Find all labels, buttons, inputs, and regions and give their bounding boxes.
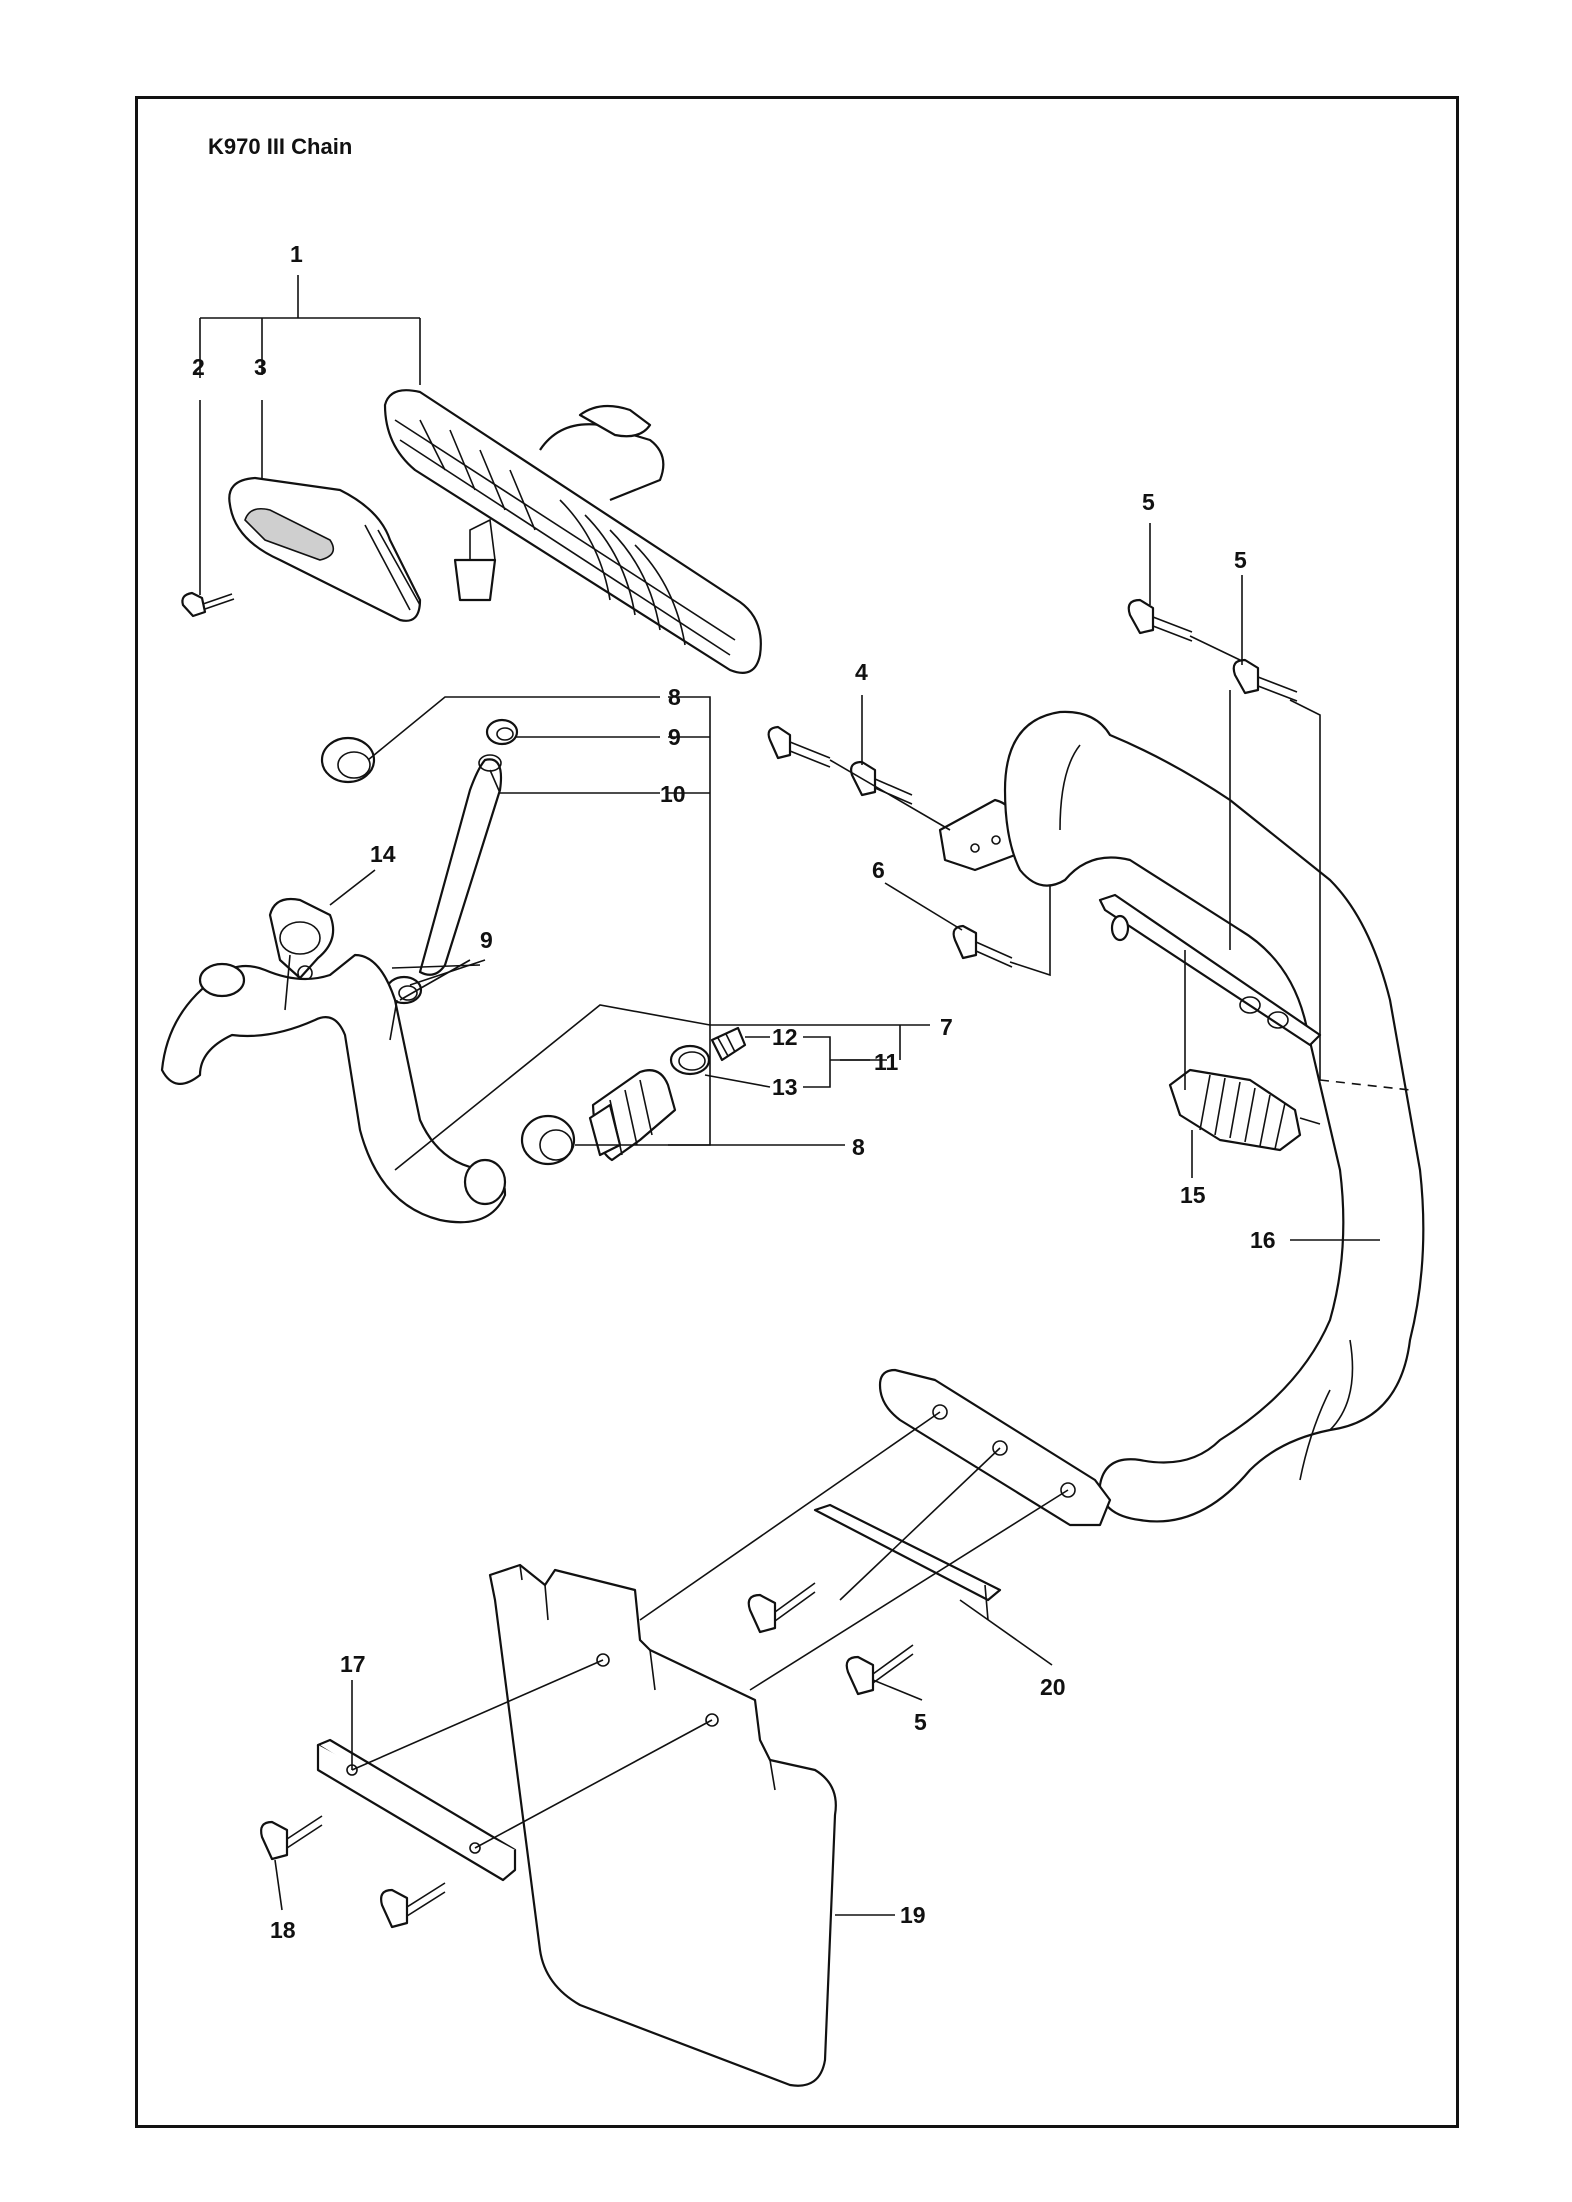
callout-7: 7 xyxy=(940,1014,953,1040)
cover-part-3 xyxy=(228,476,422,622)
callout-16: 16 xyxy=(1250,1227,1276,1253)
callout-18: 18 xyxy=(270,1917,296,1943)
clamp-9-upper-part xyxy=(485,718,519,746)
plate-17-part xyxy=(316,1738,517,1882)
callout-13: 13 xyxy=(772,1074,798,1100)
screw-5-lower-upper-part xyxy=(747,1582,816,1634)
callout-6: 6 xyxy=(872,857,885,883)
grommet-8-lower-part xyxy=(520,1114,576,1166)
mud-flap-19-part xyxy=(488,1563,837,2087)
callout-5-top-left: 5 xyxy=(1142,489,1155,515)
callout-9-upper: 9 xyxy=(668,724,681,750)
screw-5-lower-lower-part xyxy=(845,1644,914,1696)
screw-6-part xyxy=(952,924,1013,968)
callout-8-lower: 8 xyxy=(852,1134,865,1160)
callout-19: 19 xyxy=(900,1902,926,1928)
callout-3-top: 3 xyxy=(254,354,267,380)
leader-lines xyxy=(199,275,1411,1916)
nozzle-12-part xyxy=(710,1026,747,1062)
screw-18-upper-part xyxy=(260,1815,323,1861)
handle-guard-part xyxy=(383,389,762,674)
callout-2: 2 xyxy=(192,354,205,380)
plate-20-part xyxy=(813,1503,1002,1621)
callout-15: 15 xyxy=(1180,1182,1206,1208)
screw-4-right-part xyxy=(850,760,913,805)
diagram-frame xyxy=(135,96,1459,2128)
callout-9-lower: 9 xyxy=(480,927,493,953)
water-pipe-part xyxy=(160,953,507,1224)
callout-17: 17 xyxy=(340,1651,366,1677)
screw-2-part xyxy=(181,591,235,618)
callout-5-lower: 5 xyxy=(914,1709,927,1735)
valve-11-part xyxy=(588,1069,677,1162)
screw-18-lower-part xyxy=(380,1882,446,1929)
diagram-title: K970 III Chain xyxy=(208,134,353,159)
screw-4-left-part xyxy=(767,725,831,768)
handle-slot-part xyxy=(1098,893,1322,1047)
callout-1: 1 xyxy=(290,241,303,267)
clip-14-part xyxy=(268,897,335,981)
callout-8-upper: 8 xyxy=(668,684,681,710)
callout-4: 4 xyxy=(855,659,868,685)
screw-5-top-left-part xyxy=(1127,598,1193,642)
screw-5-top-right-part xyxy=(1232,658,1298,702)
callout-12: 12 xyxy=(772,1024,798,1050)
callout-14: 14 xyxy=(370,841,396,867)
spring-15-part xyxy=(1168,1068,1321,1152)
callout-5-top-right: 5 xyxy=(1234,547,1247,573)
callout-11: 11 xyxy=(874,1049,899,1075)
callout-10: 10 xyxy=(660,781,686,807)
mount-part xyxy=(878,1368,1112,1527)
callout-20: 20 xyxy=(1040,1674,1066,1700)
callout-labels: 1 2 3 3 4 5 5 5 6 7 8 8 9 9 10 11 12 13 … xyxy=(192,241,1276,1943)
o-ring-13-part xyxy=(669,1044,711,1076)
grommet-8-upper-part xyxy=(320,736,376,784)
